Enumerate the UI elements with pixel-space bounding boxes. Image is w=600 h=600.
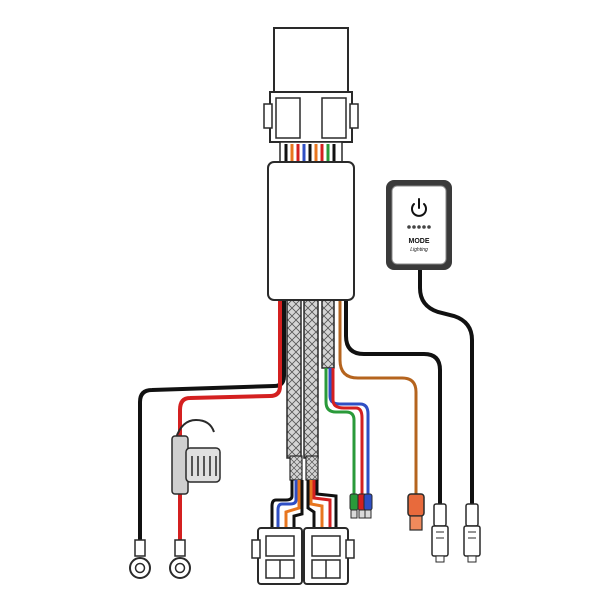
signal-wire-red bbox=[331, 368, 364, 496]
ring-terminal-icon bbox=[129, 539, 151, 579]
connector-icon bbox=[251, 527, 303, 585]
mini-connector-switch bbox=[463, 503, 481, 563]
switch-brand-line2: Lighting bbox=[410, 247, 428, 253]
ring-terminal-icon bbox=[169, 539, 191, 579]
spade-terminal-icon bbox=[407, 493, 425, 531]
signal-wire-green bbox=[324, 368, 356, 496]
accessory-wire-brown bbox=[338, 300, 418, 494]
switch-brand-line1: MODE bbox=[409, 238, 430, 245]
switch-wire-black bbox=[418, 268, 474, 506]
level-indicator-dots bbox=[407, 225, 431, 229]
control-module bbox=[267, 161, 355, 301]
top-connector bbox=[263, 27, 359, 143]
connector-icon bbox=[303, 527, 355, 585]
power-wire bbox=[178, 300, 282, 548]
module-wire-black bbox=[344, 300, 442, 506]
fuse-icon bbox=[171, 418, 221, 495]
bullet-terminals bbox=[349, 493, 373, 519]
signal-wire-blue bbox=[328, 368, 370, 496]
ground-wire bbox=[138, 300, 286, 548]
bottom-connector-wires bbox=[270, 480, 338, 528]
braided-bundle-right bbox=[303, 297, 319, 481]
mode-switch[interactable]: MODE Lighting bbox=[386, 180, 452, 270]
mini-connector-module bbox=[431, 503, 449, 563]
braided-bundle-signal bbox=[321, 297, 335, 369]
power-icon[interactable] bbox=[411, 198, 427, 217]
braided-bundle-left bbox=[286, 297, 303, 481]
